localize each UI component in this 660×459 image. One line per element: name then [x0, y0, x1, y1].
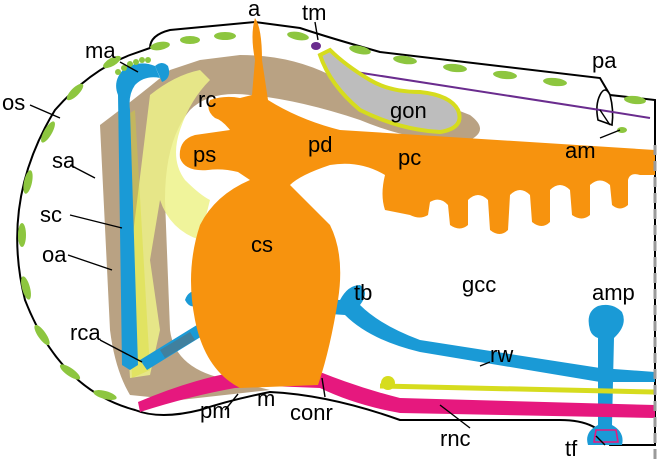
label-sc: sc — [40, 202, 62, 227]
labels: a tm ma pa os rc gon sa ps pd pc am sc c… — [2, 0, 635, 459]
yellow-tissue — [125, 70, 210, 378]
label-sa: sa — [52, 148, 76, 173]
yellow-line — [379, 383, 656, 395]
label-oa: oa — [42, 242, 67, 267]
sc-canal — [116, 63, 160, 371]
pa-appendage — [596, 89, 614, 127]
label-gon: gon — [390, 98, 427, 123]
label-ma: ma — [85, 38, 116, 63]
label-ps: ps — [193, 142, 216, 167]
label-tf: tf — [565, 436, 578, 459]
label-rca: rca — [70, 320, 101, 345]
label-pm: pm — [200, 398, 231, 423]
leader-lines — [29, 21, 621, 446]
label-pa: pa — [592, 48, 617, 73]
ma-green-dots — [115, 57, 151, 75]
label-a: a — [248, 0, 261, 21]
label-os: os — [2, 90, 25, 115]
label-am: am — [565, 138, 596, 163]
gonad — [317, 47, 462, 135]
label-amp: amp — [592, 280, 635, 305]
label-rnc: rnc — [440, 426, 471, 451]
label-gcc: gcc — [462, 272, 496, 297]
label-rc: rc — [198, 87, 216, 112]
orange-gut — [179, 18, 655, 388]
label-m: m — [257, 386, 275, 411]
tf-outline — [593, 429, 619, 443]
amp-vessel — [587, 304, 624, 445]
label-pc: pc — [398, 145, 421, 170]
label-tm: tm — [302, 0, 326, 25]
label-rw: rw — [490, 342, 513, 367]
label-tb: tb — [354, 280, 372, 305]
body-wall-green-marks — [18, 31, 646, 400]
ma-tentacle-bulb — [155, 63, 170, 82]
yellow-node — [381, 376, 395, 390]
tm-mark — [311, 42, 321, 50]
label-pd: pd — [308, 132, 332, 157]
label-conr: conr — [290, 400, 333, 425]
rca-dark-segment — [160, 332, 195, 358]
label-cs: cs — [251, 232, 273, 257]
